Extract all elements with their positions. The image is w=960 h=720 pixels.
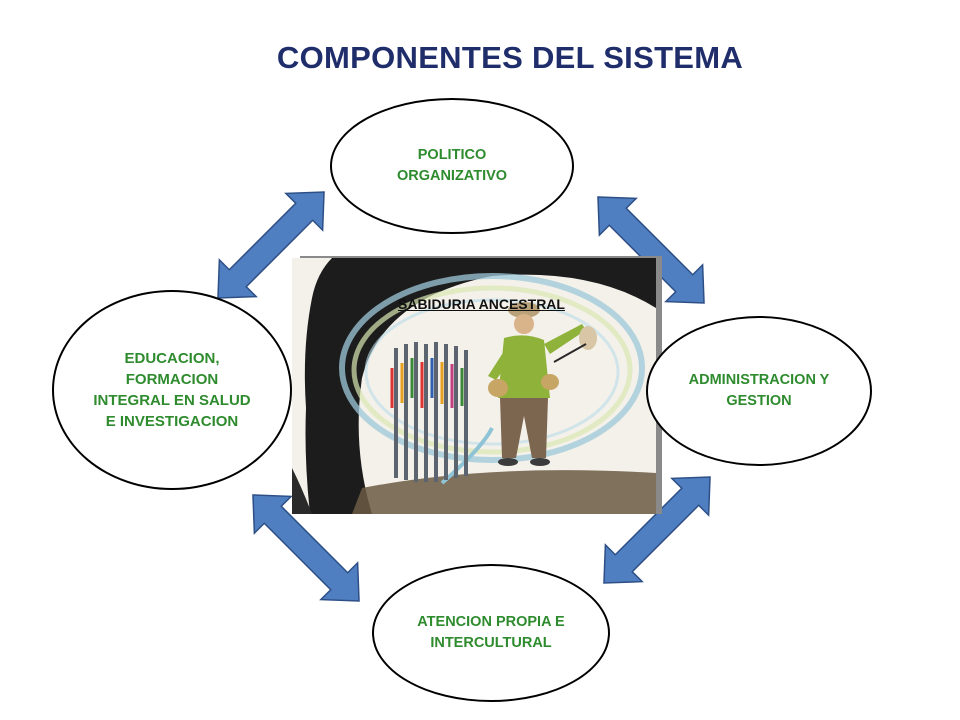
diagram-title: COMPONENTES DEL SISTEMA — [276, 40, 744, 75]
component-atencion: ATENCION PROPIA E INTERCULTURAL — [372, 564, 610, 702]
component-educacion: EDUCACION, FORMACION INTEGRAL EN SALUD E… — [52, 290, 292, 490]
component-label: ADMINISTRACION Y GESTION — [688, 372, 830, 409]
center-label: SABIDURIA ANCESTRAL — [398, 296, 565, 312]
component-administracion: ADMINISTRACION Y GESTION — [646, 316, 872, 466]
ancestral-wisdom-illustration — [292, 258, 656, 514]
component-label: EDUCACION, FORMACION INTEGRAL EN SALUD E… — [93, 350, 251, 430]
component-label: ATENCION PROPIA E INTERCULTURAL — [417, 614, 565, 651]
component-label: POLITICO ORGANIZATIVO — [396, 147, 508, 184]
component-politico-organizativo: POLITICO ORGANIZATIVO — [330, 98, 574, 234]
